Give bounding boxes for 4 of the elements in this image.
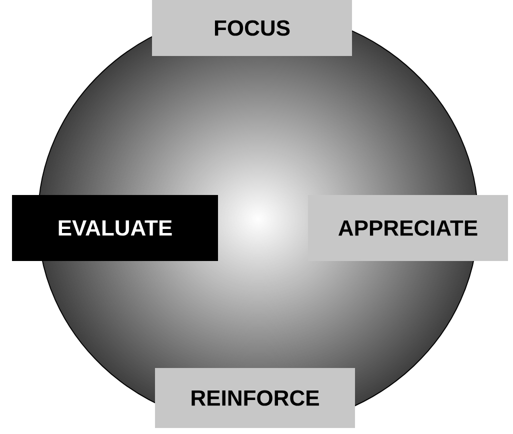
label-box: REINFORCE [155, 368, 355, 428]
label-box: APPRECIATE [308, 195, 508, 261]
label-box: FOCUS [152, 0, 352, 56]
label-box: EVALUATE [12, 195, 218, 261]
